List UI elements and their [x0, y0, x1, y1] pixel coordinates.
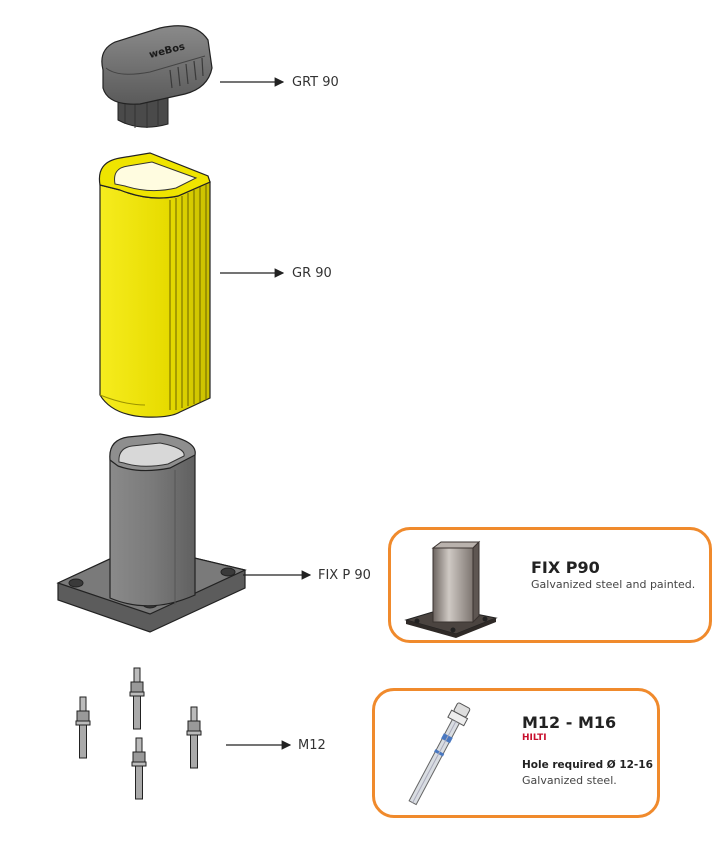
anchor-card: M12 - M16 HILTI Hole required Ø 12-16 Ga…	[372, 688, 660, 818]
anchor-bolt	[129, 667, 145, 730]
fix-p90-card: FIX P90 Galvanized steel and painted.	[388, 527, 712, 643]
cap-grt90: weBos	[101, 25, 213, 128]
sleeve-label: GR 90	[292, 266, 332, 281]
anchor-bolt	[186, 706, 202, 769]
anchor-card-title: M12 - M16	[522, 713, 617, 732]
anchor-card-requirement: Hole required Ø 12-16	[522, 759, 653, 771]
fix-card-title: FIX P90	[531, 558, 600, 577]
anchor-bolts	[75, 667, 202, 800]
anchor-card-description: Galvanized steel.	[522, 774, 617, 787]
anchor-thumbnail	[408, 702, 471, 806]
cap-label: GRT 90	[292, 75, 339, 90]
fix-card-description: Galvanized steel and painted.	[531, 578, 696, 591]
anchor-card-brand: HILTI	[522, 733, 547, 743]
sleeve-gr90	[98, 152, 211, 418]
fix-p90-thumbnail	[404, 540, 498, 638]
bolts-label: M12	[298, 738, 326, 753]
anchor-bolt	[131, 737, 147, 800]
anchor-bolt	[75, 696, 91, 759]
post-base-fixp90	[56, 433, 247, 633]
post-base-label: FIX P 90	[318, 568, 371, 583]
